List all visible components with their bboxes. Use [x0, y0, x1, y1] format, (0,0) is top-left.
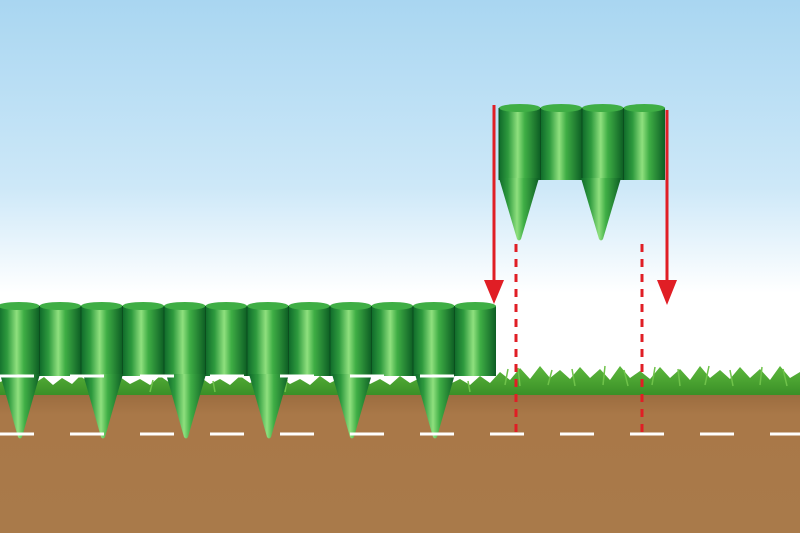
down-arrow-icon — [484, 105, 504, 304]
edging-log — [329, 302, 372, 376]
edging-log — [540, 104, 582, 180]
edging-spike — [332, 374, 372, 439]
edging-log — [246, 302, 289, 376]
edging-spike — [415, 374, 455, 439]
installed-edging-row — [0, 302, 496, 439]
edging-log — [623, 104, 665, 180]
edging-log — [498, 104, 541, 180]
edging-spike — [0, 374, 40, 439]
edging-log — [0, 302, 40, 376]
edging-log — [454, 302, 496, 376]
edging-spike — [83, 374, 123, 439]
edging-log — [122, 302, 164, 376]
edging-log — [412, 302, 455, 376]
edging-spike — [249, 374, 289, 439]
edging-log — [39, 302, 81, 376]
edging-spike — [581, 178, 621, 241]
edging-spike — [166, 374, 206, 439]
edging-log — [288, 302, 330, 376]
edging-log — [80, 302, 123, 376]
edging-spike — [499, 178, 539, 241]
new-edging-section — [498, 104, 665, 241]
edging-log — [163, 302, 206, 376]
edging-log — [371, 302, 413, 376]
soil — [0, 394, 800, 533]
down-arrow-icon — [657, 110, 677, 305]
edging-log — [581, 104, 624, 180]
edging-log — [205, 302, 247, 376]
